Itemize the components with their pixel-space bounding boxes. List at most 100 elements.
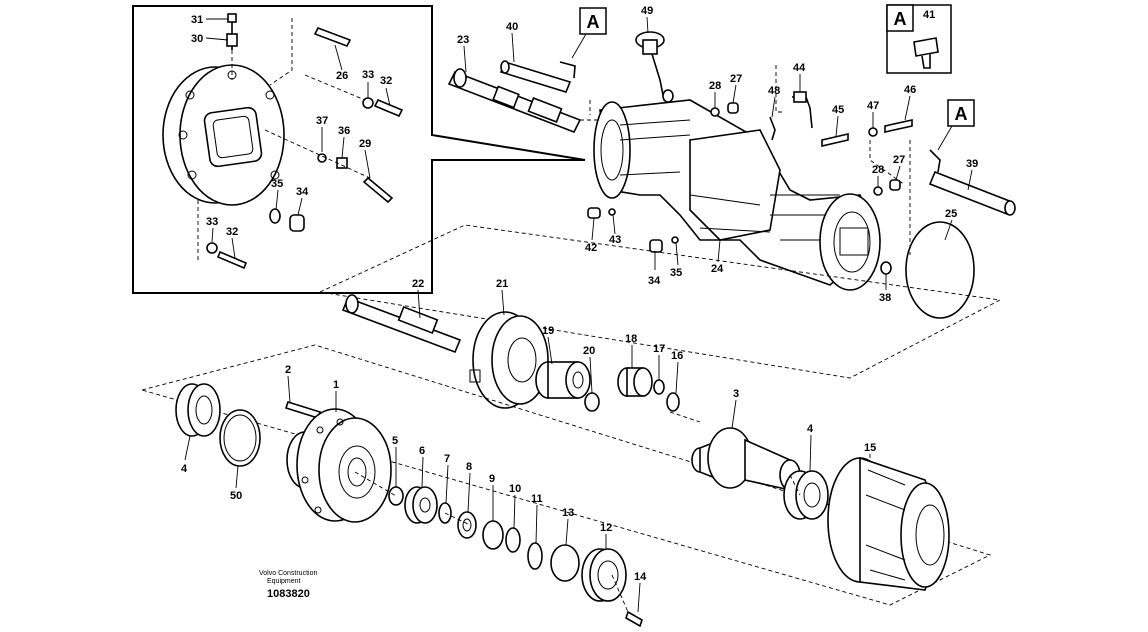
hub-1	[286, 408, 392, 523]
guide-lower-2	[444, 512, 471, 526]
label-32-b: 32	[226, 226, 238, 238]
bolt-41	[913, 37, 939, 57]
inset-stud-32b	[216, 250, 248, 270]
label-21: 21	[496, 278, 508, 290]
label-36: 36	[338, 125, 350, 137]
inset-guide-3	[304, 74, 366, 101]
label-2: 2	[285, 364, 291, 376]
guide-top-2	[775, 65, 785, 113]
o-ring-25	[905, 221, 975, 319]
label-45: 45	[832, 104, 844, 116]
label-16: 16	[671, 350, 683, 362]
shaft-3	[691, 427, 801, 491]
inset-hub-flange	[162, 64, 285, 206]
ref-box-a-3: A	[937, 99, 975, 151]
company-name: Volvo Construction Equipment	[259, 570, 317, 586]
ring-20	[584, 392, 600, 412]
gear-19	[535, 361, 591, 399]
label-12: 12	[600, 522, 612, 534]
label-43: 43	[609, 234, 621, 246]
label-13: 13	[562, 507, 574, 519]
label-37: 37	[316, 115, 328, 127]
washer-47	[868, 127, 878, 137]
ring-35b	[671, 236, 679, 244]
guide-lower-1	[354, 471, 397, 497]
guide-top-1	[580, 100, 600, 121]
washer-9	[482, 520, 504, 550]
label-26: 26	[336, 70, 348, 82]
label-38: 38	[879, 292, 891, 304]
bearing-4a	[175, 383, 221, 437]
hose-fitting-44	[793, 91, 807, 103]
section-frame-middle	[318, 224, 1002, 379]
bearing-4b	[783, 470, 829, 520]
label-39: 39	[966, 158, 978, 170]
washer-28b	[873, 186, 883, 196]
ref-box-letter-2: A	[894, 9, 907, 29]
inset-stud-32	[373, 98, 404, 118]
bearing-8-inner	[462, 518, 472, 532]
label-17: 17	[653, 343, 665, 355]
inset-bolt-26	[313, 26, 352, 48]
bolt-42	[587, 207, 601, 219]
label-41: 41	[923, 9, 935, 21]
label-11: 11	[531, 493, 543, 505]
shaft-40	[499, 60, 576, 93]
nut-6	[404, 486, 438, 524]
nut-27	[727, 102, 739, 114]
label-33-b: 33	[206, 216, 218, 228]
housing-15	[827, 456, 950, 591]
label-47: 47	[867, 100, 879, 112]
inset-guide-2	[269, 18, 293, 86]
label-1: 1	[333, 379, 339, 391]
ref-box-letter-1: A	[587, 12, 600, 32]
leader-lines	[184, 16, 973, 613]
drawing-number: 1083820	[267, 588, 310, 600]
inset-washer-33b	[206, 242, 218, 254]
label-49: 49	[641, 5, 653, 17]
o-ring-13	[550, 544, 580, 582]
label-25: 25	[945, 208, 957, 220]
inset-plug-34	[289, 214, 305, 232]
label-9: 9	[489, 473, 495, 485]
guide-middle-1	[669, 411, 701, 423]
label-7: 7	[444, 453, 450, 465]
label-35-b: 35	[670, 267, 682, 279]
label-42: 42	[585, 242, 597, 254]
label-29: 29	[359, 138, 371, 150]
washer-28	[710, 107, 720, 117]
label-20: 20	[583, 345, 595, 357]
label-28-b: 28	[872, 164, 884, 176]
label-33: 33	[362, 69, 374, 81]
label-6: 6	[419, 445, 425, 457]
label-4-b: 4	[807, 423, 814, 435]
cover-12	[581, 548, 627, 602]
bearing-8	[457, 511, 477, 539]
ref-box-a-2: A	[886, 4, 952, 74]
inset-valve-30	[226, 33, 238, 47]
label-10: 10	[509, 483, 521, 495]
seal-50	[219, 409, 261, 467]
label-5: 5	[392, 435, 398, 447]
bolt-2	[284, 401, 322, 419]
label-35: 35	[271, 178, 283, 190]
ring-10	[505, 527, 521, 553]
pipe-48	[769, 116, 776, 141]
bearing-18	[617, 367, 653, 397]
label-40: 40	[506, 21, 518, 33]
section-frame-lower	[140, 344, 992, 606]
bolt-14	[625, 610, 643, 628]
bolt-46	[884, 119, 913, 133]
label-46: 46	[904, 84, 916, 96]
ref-box-letter-3: A	[955, 104, 968, 124]
label-15: 15	[864, 442, 876, 454]
label-14: 14	[634, 571, 647, 583]
washer-43	[608, 208, 616, 216]
carrier-21	[469, 311, 549, 409]
axle-housing	[593, 99, 881, 291]
plug-38	[880, 261, 892, 275]
label-34-b: 34	[648, 275, 661, 287]
label-4: 4	[181, 463, 188, 475]
inset-plug-36	[336, 157, 348, 169]
